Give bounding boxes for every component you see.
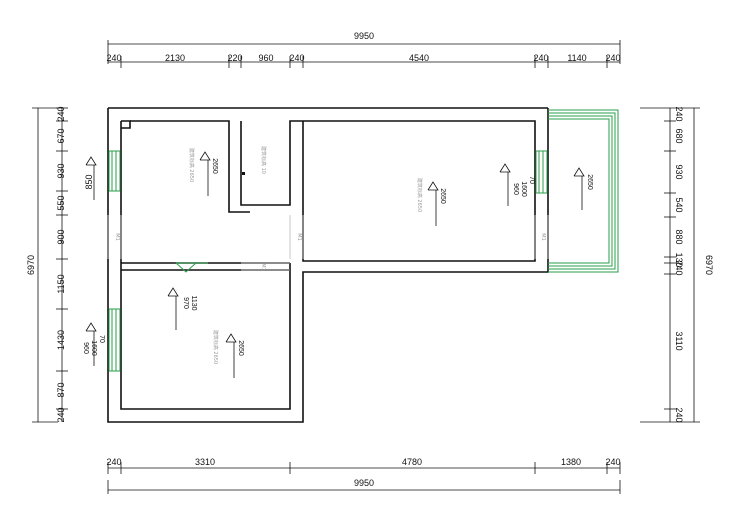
right-seg-6: 130	[674, 252, 684, 267]
door-label-b: M1	[296, 233, 302, 241]
top-seg-6: 4540	[409, 53, 429, 63]
right-window-2: 1600	[520, 181, 527, 197]
top-seg-9: 240	[605, 53, 620, 63]
left-seg-7: 1150	[56, 274, 66, 293]
left-seg-1: 240	[56, 106, 66, 121]
top-seg-3: 220	[227, 53, 242, 63]
right-seg-1: 240	[674, 106, 684, 121]
bottom-seg-2: 3310	[195, 457, 215, 467]
door-label-d: M1	[260, 263, 266, 271]
closet-dot	[242, 172, 245, 175]
lower-left-window-3: 960	[82, 342, 89, 354]
lower-left-height: 2650	[237, 340, 244, 356]
lower-left-window-1: 70	[98, 335, 105, 343]
top-seg-5: 240	[289, 53, 304, 63]
right-seg-5: 880	[674, 229, 684, 244]
right-seg-8: 3110	[674, 331, 684, 350]
top-seg-2: 2130	[165, 53, 185, 63]
left-seg-10: 240	[56, 407, 66, 422]
bottom-dimensions: 240 3310 4780 1380 240 9950	[106, 457, 621, 494]
top-seg-7: 240	[533, 53, 548, 63]
top-seg-8: 1140	[567, 53, 586, 63]
balcony-mark: 2650	[586, 174, 593, 190]
bottom-total: 9950	[354, 478, 374, 488]
top-total: 9950	[354, 31, 374, 41]
left-dimensions: 6970 240 670 930 850 550 900 1150 1430 8…	[26, 106, 94, 422]
right-total: 6970	[704, 255, 714, 275]
upper-right-note: 建筑标高 2650	[416, 178, 423, 212]
bottom-seg-3: 4780	[402, 457, 422, 467]
right-dimensions: 6970 240 680 930 540 880 130 240 3110 24…	[640, 106, 714, 423]
door-mark-2: 970	[182, 297, 189, 309]
door-openings: M1 M1 M1 M1	[107, 215, 549, 271]
right-seg-3: 930	[674, 164, 684, 179]
closet-note: 建筑标高 10	[260, 146, 267, 174]
right-window-3: 960	[512, 183, 519, 195]
upper-left-note: 建筑标高 2650	[188, 148, 195, 182]
right-seg-2: 680	[674, 128, 684, 143]
right-window-1: 70	[528, 176, 535, 184]
bottom-seg-1: 240	[106, 457, 121, 467]
walls	[107, 107, 549, 423]
left-seg-3: 930	[56, 163, 66, 178]
left-seg-8: 1430	[56, 330, 66, 350]
window-annotations: 70 1600 960 70 1600 960 1130 970	[82, 156, 535, 366]
right-seg-7: 240	[674, 260, 684, 275]
top-seg-1: 240	[106, 53, 121, 63]
left-seg-4: 850	[84, 174, 94, 189]
windows	[108, 109, 619, 372]
upper-right-height: 2650	[439, 188, 446, 204]
lower-left-window-2: 1600	[90, 340, 97, 356]
right-seg-9: 240	[674, 407, 684, 422]
door-mark-1: 1130	[190, 295, 197, 310]
top-seg-4: 960	[258, 53, 273, 63]
door-label-c: M1	[540, 233, 546, 241]
top-dimensions: 9950 240 2130 220 960 240 4540 240 1140 …	[106, 31, 621, 68]
left-seg-5: 550	[56, 195, 66, 210]
left-seg-9: 870	[56, 382, 66, 397]
left-seg-2: 670	[56, 128, 66, 143]
room-marks: 2650 建筑标高 2650 2650 建筑标高 2650 2650 建筑标高 …	[188, 146, 593, 378]
bottom-seg-4: 1380	[561, 457, 581, 467]
door-label-a: M1	[114, 233, 120, 241]
left-total: 6970	[26, 255, 36, 275]
right-seg-4: 540	[674, 197, 684, 212]
upper-left-height: 2650	[211, 158, 218, 174]
left-seg-6: 900	[56, 229, 66, 244]
lower-left-note: 建筑标高 2650	[212, 330, 219, 364]
bottom-seg-5: 240	[605, 457, 620, 467]
